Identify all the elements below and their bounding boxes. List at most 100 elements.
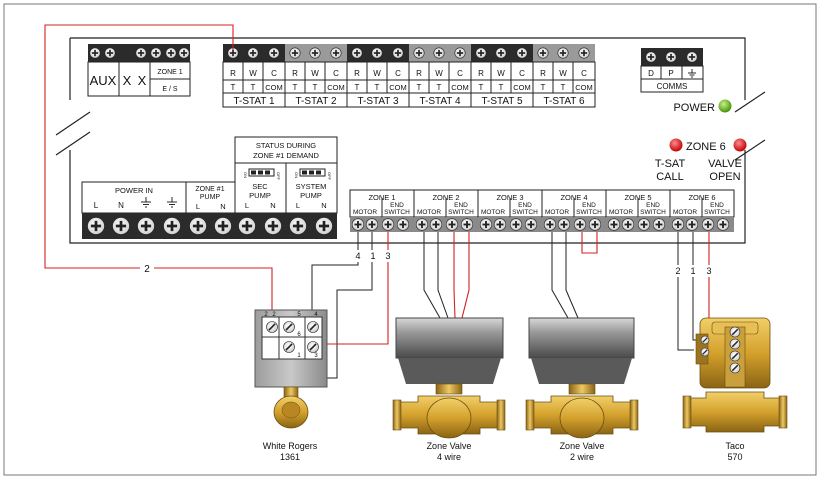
power-terminal-screw-icon — [315, 217, 333, 235]
zone-label: ZONE 6 — [688, 193, 715, 202]
sec-pump-label: SEC — [252, 182, 268, 191]
zone-switch-label: SWITCH — [704, 209, 730, 216]
zone-end-label: END — [454, 202, 468, 209]
device-model: 570 — [727, 452, 742, 462]
taco-terminal-screw-icon — [729, 338, 741, 350]
red-wire — [316, 232, 389, 345]
wr-terminal-screw-icon — [283, 341, 295, 353]
panel-break-mark — [734, 139, 766, 161]
tstat-t-label: T — [499, 83, 504, 92]
zone-motor-label: MOTOR — [481, 209, 505, 216]
x-terminal-label: X — [123, 73, 132, 88]
zone-terminal-screw-icon — [365, 218, 379, 231]
terminal-screw-icon — [392, 47, 404, 59]
tstat-label: T-STAT 5 — [481, 96, 523, 107]
valve-open-label: VALVE — [708, 158, 742, 170]
power-terminal-screw-icon — [163, 217, 181, 235]
es-label: E / S — [162, 86, 178, 93]
zone1-pump-label: PUMP — [200, 194, 221, 201]
zone-terminal-screw-icon — [524, 218, 538, 231]
tstat-label: T-STAT 4 — [419, 96, 461, 107]
tstat-r-label: R — [354, 69, 360, 78]
tstat-w-label: W — [311, 69, 319, 78]
zone-terminal-screw-icon — [588, 218, 602, 231]
comms-terminal-block: D P COMMS — [640, 48, 704, 93]
device-model: 1361 — [280, 452, 300, 462]
zone-terminal-screw-icon — [493, 218, 507, 231]
power-terminal-screw-icon — [189, 217, 207, 235]
device-name: Taco — [725, 441, 744, 451]
terminal-screw-icon — [475, 47, 487, 59]
zone-terminal-screw-icon — [396, 218, 410, 231]
wire-label-bg — [140, 262, 154, 274]
off-label: OFF — [276, 172, 281, 181]
on-label: ON — [294, 172, 299, 178]
ground-icon — [167, 197, 177, 208]
wire-label: 2 — [144, 264, 150, 275]
tstat-t-label: T — [561, 83, 566, 92]
tstat-t-label: T — [293, 83, 298, 92]
tstat-r-label: R — [416, 69, 422, 78]
status-during-demand-box: STATUS DURING ZONE #1 DEMAND ON OFF SEC … — [234, 136, 338, 214]
wire-label: 1 — [690, 266, 695, 276]
device-name: White Rogers — [263, 441, 318, 451]
zone6-led-indicator — [669, 138, 683, 152]
zone-motor-label: MOTOR — [545, 209, 569, 216]
valve-open-led-indicator — [733, 138, 747, 152]
terminal-screw-icon — [330, 47, 342, 59]
valve-open-label: OPEN — [709, 171, 740, 183]
tsat-call-label: CALL — [656, 171, 684, 183]
terminal-label: 6 — [297, 332, 301, 338]
zone-label: ZONE 4 — [560, 193, 587, 202]
red-jumper-wire — [581, 232, 598, 254]
zone-terminal-screw-icon — [351, 218, 365, 231]
system-pump-label: PUMP — [300, 191, 322, 200]
control-panel-outline — [69, 37, 746, 244]
taco-terminal-screw-icon — [729, 350, 741, 362]
tstat-com-label: COM — [389, 83, 407, 92]
zone-switch-label: SWITCH — [512, 209, 538, 216]
wr-terminal-screw-icon — [307, 321, 319, 333]
terminal-label: 5 — [297, 312, 301, 318]
terminal-screw-icon — [557, 47, 569, 59]
device-model: 4 wire — [437, 452, 461, 462]
terminal-screw-icon — [247, 47, 259, 59]
panel-break-mark — [734, 91, 766, 113]
terminal-screw-icon — [371, 47, 383, 59]
terminal-screw-icon — [537, 47, 549, 59]
device-model: 2 wire — [570, 452, 594, 462]
tstat-com-label: COM — [265, 83, 283, 92]
power-in-label: POWER IN — [115, 186, 153, 195]
tstat-t-label: T — [231, 83, 236, 92]
sec-pump-l: L — [245, 201, 249, 210]
sec-pump-label: PUMP — [249, 191, 271, 200]
zone1-pump-n: N — [220, 202, 225, 211]
power-in-n: N — [118, 201, 124, 210]
terminal-screw-icon — [227, 47, 239, 59]
black-wire — [551, 232, 569, 319]
black-wire — [311, 232, 359, 318]
terminal-screw-icon — [413, 47, 425, 59]
wire-label: 3 — [706, 266, 711, 276]
terminal-screw-icon — [433, 47, 445, 59]
red-wire — [44, 24, 273, 318]
zone-end-label: END — [646, 202, 660, 209]
comms-label: COMMS — [657, 82, 688, 91]
tstat-com-label: COM — [327, 83, 345, 92]
tstat-t-label: T — [417, 83, 422, 92]
zone-end-label: END — [582, 202, 596, 209]
zone-terminal-screw-icon — [557, 218, 571, 231]
status-demand-title: STATUS DURING — [256, 141, 316, 150]
wr-terminal-screw-icon — [307, 341, 319, 353]
tstat-label: T-STAT 1 — [233, 96, 275, 107]
tstat-t-label: T — [479, 83, 484, 92]
x-terminal-label: X — [138, 73, 147, 88]
off-label: OFF — [327, 172, 332, 181]
zone-terminal-screw-icon — [637, 218, 651, 231]
sec-pump-n: N — [270, 201, 275, 210]
